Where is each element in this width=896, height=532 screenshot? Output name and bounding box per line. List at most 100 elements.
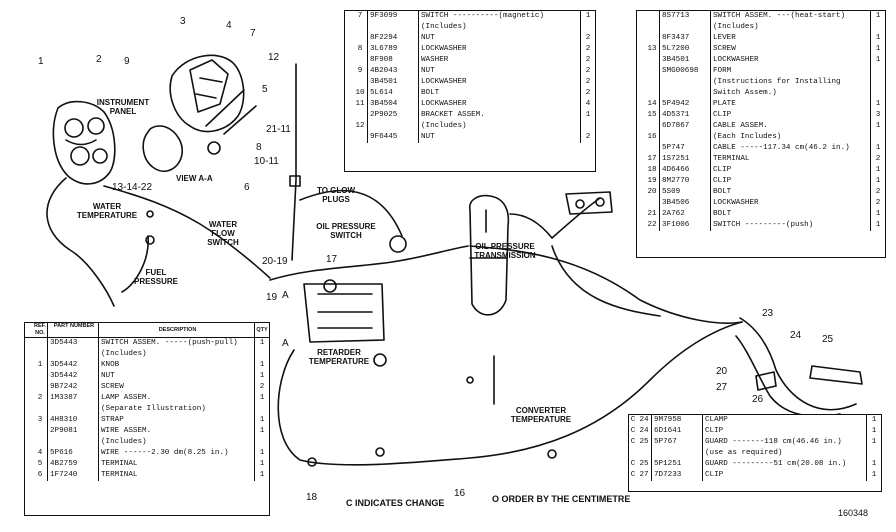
parts-cm [637,209,645,220]
parts-row: (Includes) [345,22,595,33]
parts-ref [645,55,660,66]
parts-description: NUT [99,371,255,382]
parts-description: LAMP ASSEM. [99,393,255,404]
parts-cm [25,393,33,404]
parts-cm: C [630,427,636,435]
parts-part-number: 8F3437 [660,33,711,44]
parts-qty: 2 [585,45,591,53]
harness-water-temp [103,185,271,279]
parts-part-number: 1M3387 [48,393,99,404]
parts-part-number: 6D1641 [652,426,703,437]
parts-ref [353,22,368,33]
parts-qty [871,132,885,143]
parts-ref: 4 [33,448,48,459]
parts-ref: 21 [645,209,660,220]
water-temp-gauge [64,118,84,138]
parts-ref: 2 [33,393,48,404]
parts-part-number [48,437,99,448]
parts-description: NUT [419,132,581,143]
parts-cm [25,404,33,415]
parts-ref [33,437,48,448]
parts-part-number: 8F2294 [368,33,419,44]
parts-cm [637,121,645,132]
parts-part-number: 9B7242 [48,382,99,393]
parts-cm [637,33,645,44]
callout-19: 19 [266,292,278,303]
instrument-panel-outline [52,100,116,185]
parts-cm [345,99,353,110]
label-retarder-temperature: RETARDER TEMPERATURE [308,348,370,366]
parts-ref [33,371,48,382]
parts-qty [871,22,885,33]
parts-ref: 9 [353,66,368,77]
parts-cm [25,349,33,360]
parts-ref [353,55,368,66]
parts-part-number: 3B4501 [368,77,419,88]
parts-description: (Instructions for Installing [711,77,871,88]
parts-part-number: 9F6445 [368,132,419,143]
parts-part-number: 1S7251 [660,154,711,165]
parts-qty: 1 [259,372,265,380]
parts-cm [637,11,645,22]
parts-qty: 1 [871,471,877,479]
parts-cm: C [630,460,636,468]
parts-description: CLAMP [703,415,867,426]
callout-27: 27 [716,382,728,393]
parts-qty [255,349,269,360]
parts-part-number: 5P767 [652,437,703,448]
header-ref: REF. NO. [33,323,48,337]
parts-qty: 2 [585,56,591,64]
parts-part-number: 5P4942 [660,99,711,110]
callout-24: 24 [790,330,802,341]
parts-description: NUT [419,33,581,44]
parts-cm: C [630,438,636,446]
parts-qty: 1 [875,45,881,53]
parts-part-number: 3L6789 [368,44,419,55]
parts-part-number: 4H8310 [48,415,99,426]
parts-cm [637,176,645,187]
parts-description: GUARD -------118 cm(46.46 in.) [703,437,867,448]
parts-description: CLIP [711,110,871,121]
parts-cm [345,132,353,143]
retarder-block [303,283,385,343]
parts-ref [645,11,660,22]
parts-cm [637,55,645,66]
parts-description: WIRE ASSEM. [99,426,255,437]
parts-description: TERMINAL [711,154,871,165]
callout-20: 20 [716,366,728,377]
parts-ref [645,77,660,88]
parts-list-header: REF. NO. PART NUMBER DESCRIPTION QTY [25,323,269,338]
callout-3: 3 [180,16,186,27]
parts-description: (Each Includes) [711,132,871,143]
parts-ref: 16 [645,132,660,143]
parts-qty: 2 [585,133,591,141]
label-instrument-panel: INSTRUMENT PANEL [96,98,150,116]
callout-12: 12 [268,52,280,63]
header-desc: DESCRIPTION [99,323,255,337]
parts-description: BOLT [711,209,871,220]
parts-ref: 24 [637,415,652,426]
parts-description: Switch Assem.) [711,88,871,99]
parts-ref: 20 [645,187,660,198]
parts-list-bottom-left: REF. NO. PART NUMBER DESCRIPTION QTY 3D5… [24,322,270,516]
parts-description: (Includes) [99,437,255,448]
parts-part-number: 5L614 [368,88,419,99]
parts-qty: 1 [875,100,881,108]
parts-part-number: 4B2043 [368,66,419,77]
parts-ref: 19 [645,176,660,187]
parts-part-number: 5P1251 [652,459,703,470]
parts-cm [25,415,33,426]
